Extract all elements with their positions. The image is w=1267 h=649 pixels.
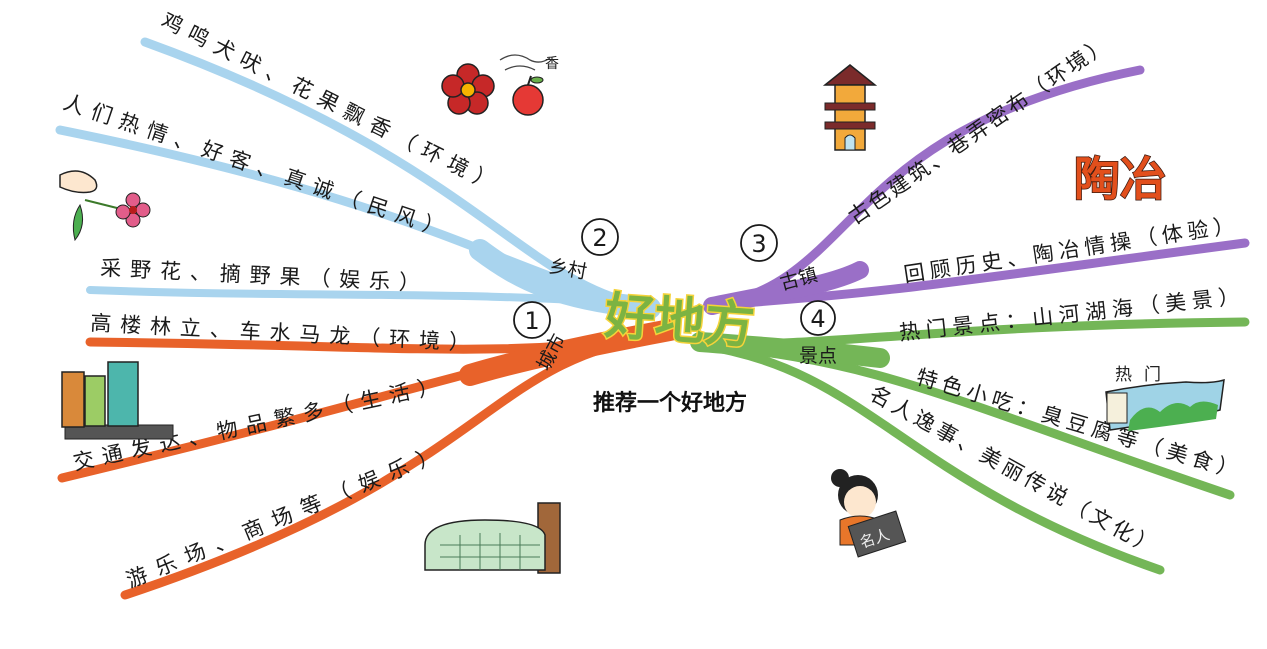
number-circle [581,218,619,256]
number-circle [740,224,778,262]
town-word: 陶冶 [1074,152,1166,206]
branch-town [703,65,1250,315]
landscape-picture-icon [1105,378,1225,431]
branch-scenic [690,317,1250,575]
branch-trunk [703,261,869,315]
center-subtitle: 推荐一个好地方 [593,390,747,416]
node-scenic: 4 景点 [799,300,837,367]
skyscraper-icon [61,361,174,440]
fragrance-lines [499,54,551,71]
town-item-1: 古色建筑、巷弄密布（环境） [844,32,1112,229]
number-circle [800,300,836,336]
popular-text: 热门 [1115,365,1173,385]
branch-city [57,319,681,600]
node-number: 2 [592,224,607,252]
mall-icon [424,502,561,574]
center-title: 好地方 [602,287,757,355]
pagoda-icon [822,64,878,151]
branch-line [695,340,1165,575]
branch-trunk [459,319,681,386]
fragrance-text: 香 [545,56,559,72]
number-circle [513,301,551,339]
node-number: 1 [524,307,539,335]
node-number: 4 [810,305,825,333]
flower-icon [441,63,495,115]
city-item-3: 游乐场、商场等（娱乐） [123,443,442,593]
branch-trunk [690,332,890,368]
node-rural: 2 乡村 [547,218,619,284]
apple-icon [512,75,544,116]
branch-trunk [469,239,661,319]
branch-rural [55,37,661,319]
hand-flower-icon [59,170,151,242]
node-number: 3 [751,230,766,258]
scholar-figure-icon [831,469,907,558]
node-label: 景点 [799,345,837,367]
